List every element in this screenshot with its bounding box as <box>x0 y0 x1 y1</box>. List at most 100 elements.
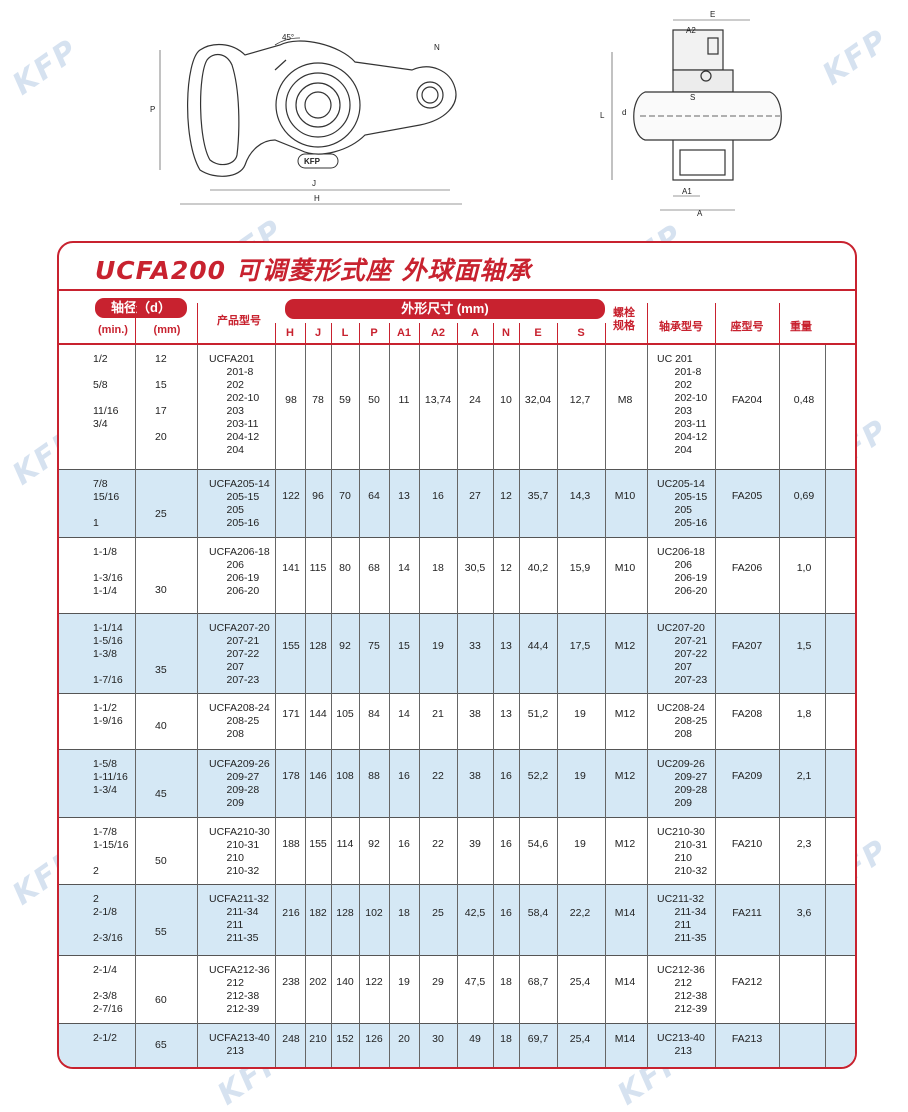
cell-L: 92 <box>339 640 351 652</box>
cell-S: 14,3 <box>569 490 591 502</box>
dim-label: L <box>600 111 605 120</box>
cell-inch: 2-1/2 <box>93 1032 117 1044</box>
cell-housing: FA209 <box>731 770 763 782</box>
cell-A1: 14 <box>398 708 410 720</box>
cell-J: 146 <box>309 770 327 782</box>
cell-bearing: UC209-26 209-27 209-28 209 <box>657 758 708 809</box>
cell-housing: FA213 <box>731 1033 763 1045</box>
header-dimensions: 外形尺寸 (mm) <box>285 299 605 319</box>
header-weight: 重量 <box>790 321 812 333</box>
cell-A2: 30 <box>432 1033 444 1045</box>
cell-A2: 19 <box>432 640 444 652</box>
header-divider-line <box>305 323 306 343</box>
header-divider-line <box>331 323 332 343</box>
cell-H: 216 <box>282 907 300 919</box>
cell-bolt: M14 <box>614 976 636 988</box>
cell-bearing: UC213-40 213 <box>657 1032 705 1057</box>
column-divider <box>557 345 558 1067</box>
cell-bearing: UC210-30 210-31 210 210-32 <box>657 826 708 877</box>
title-divider <box>59 289 855 291</box>
cell-A2: 22 <box>432 838 444 850</box>
cell-housing: FA211 <box>732 907 762 919</box>
header-product-model: 产品型号 <box>217 315 261 327</box>
column-divider <box>275 345 276 1067</box>
cell-N: 16 <box>500 838 512 850</box>
header-divider-line <box>557 323 558 343</box>
technical-drawing: 45° N P J H KFP A2 E S L d A1 A <box>150 10 782 218</box>
dim-label: N <box>434 43 440 52</box>
header-divider-line <box>389 323 390 343</box>
column-divider <box>359 345 360 1067</box>
header-divider-line <box>715 303 716 343</box>
dim-label: S <box>690 93 695 102</box>
cell-N: 16 <box>500 907 512 919</box>
cell-product: UCFA211-32 211-34 211 211-35 <box>209 893 269 944</box>
cell-housing: FA212 <box>731 976 763 988</box>
cell-L: 59 <box>339 394 351 406</box>
cell-P: 88 <box>368 770 380 782</box>
dim-label: A2 <box>686 26 696 35</box>
header-divider-line <box>457 323 458 343</box>
cell-J: 78 <box>312 394 324 406</box>
column-divider <box>647 345 648 1067</box>
cell-A1: 13 <box>398 490 410 502</box>
cell-L: 80 <box>339 562 351 574</box>
dim-label: A <box>697 209 703 218</box>
cell-housing: FA208 <box>731 708 763 720</box>
cell-J: 182 <box>309 907 327 919</box>
header-dim-a: A <box>471 327 479 339</box>
cell-S: 25,4 <box>569 976 591 988</box>
header-divider-line <box>493 323 494 343</box>
cell-N: 12 <box>500 490 512 502</box>
cell-P: 102 <box>365 907 383 919</box>
cell-N: 18 <box>500 976 512 988</box>
cell-mm: 55 <box>155 926 167 938</box>
cell-bearing: UC205-14 205-15 205 205-16 <box>657 478 708 529</box>
cell-S: 12,7 <box>569 394 591 406</box>
cell-product: UCFA207-20 207-21 207-22 207 207-23 <box>209 622 270 686</box>
column-divider <box>419 345 420 1067</box>
cell-bolt: M10 <box>614 562 636 574</box>
front-view-drawing <box>159 37 462 205</box>
cell-A: 27 <box>469 490 481 502</box>
dim-label: 45° <box>282 33 294 42</box>
cell-bolt: M8 <box>617 394 633 406</box>
cell-product: UCFA201 201-8 202 202-10 203 203-11 204-… <box>209 353 260 456</box>
cell-L: 128 <box>336 907 354 919</box>
column-divider <box>779 345 780 1067</box>
cell-inch: 1-1/8 1-3/16 1-1/4 <box>93 546 123 597</box>
cell-product: UCFA213-40 213 <box>209 1032 270 1057</box>
cell-bolt: M12 <box>614 838 636 850</box>
column-divider <box>605 345 606 1067</box>
cell-H: 98 <box>285 394 297 406</box>
cell-mm: 65 <box>155 1039 167 1051</box>
cell-H: 188 <box>282 838 300 850</box>
header-housing-model: 座型号 <box>730 321 764 333</box>
cell-weight: 1,5 <box>796 640 812 652</box>
cell-A: 38 <box>469 708 481 720</box>
cell-E: 69,7 <box>527 1033 549 1045</box>
header-dim-a1: A1 <box>396 327 412 339</box>
cell-inch: 1-7/8 1-15/16 2 <box>93 826 129 877</box>
cell-bearing: UC208-24 208-25 208 <box>657 702 708 740</box>
cell-N: 18 <box>500 1033 512 1045</box>
header-shaft-dia: 轴径（d） <box>95 298 187 318</box>
cell-bearing: UC 201 201-8 202 202-10 203 203-11 204-1… <box>657 353 708 456</box>
cell-mm: 40 <box>155 720 167 732</box>
cell-housing: FA207 <box>731 640 763 652</box>
cell-H: 178 <box>282 770 300 782</box>
cell-mm: 50 <box>155 855 167 867</box>
cell-bearing: UC211-32 211-34 211 211-35 <box>657 893 707 944</box>
header-divider <box>59 343 855 345</box>
cell-A2: 16 <box>432 490 444 502</box>
cell-P: 92 <box>368 838 380 850</box>
cell-A: 38 <box>469 770 481 782</box>
cell-product: UCFA212-36 212 212-38 212-39 <box>209 964 270 1015</box>
header-divider-line <box>197 303 198 343</box>
cell-J: 128 <box>309 640 327 652</box>
cell-H: 248 <box>282 1033 300 1045</box>
cell-L: 70 <box>339 490 351 502</box>
cell-E: 54,6 <box>527 838 549 850</box>
cell-inch: 2-1/4 2-3/8 2-7/16 <box>93 964 123 1015</box>
